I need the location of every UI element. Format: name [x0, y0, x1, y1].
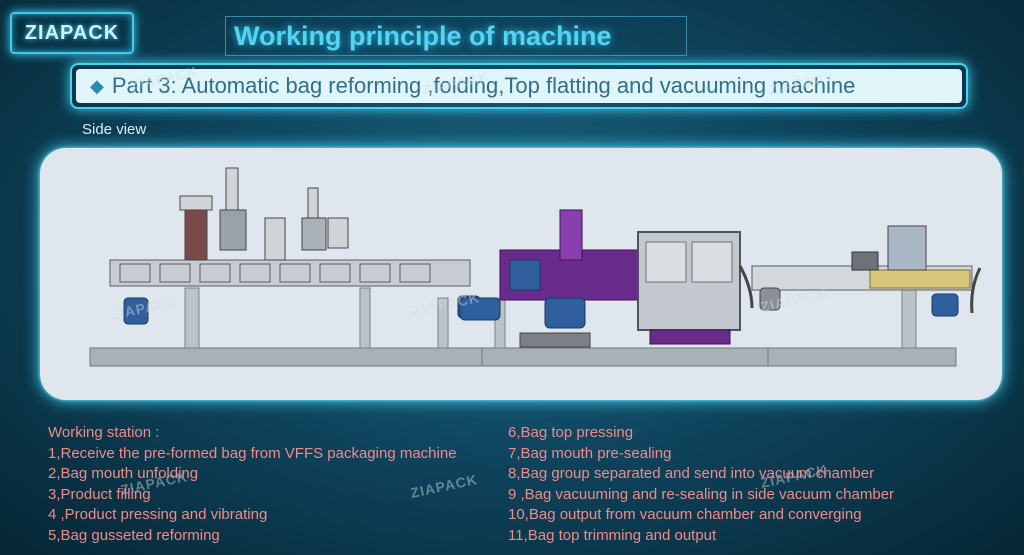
working-station-list-left: Working station : 1,Receive the pre-form…: [48, 423, 457, 546]
part-title: Part 3: Automatic bag reforming ,folding…: [111, 73, 856, 98]
page-title: Working principle of machine: [225, 16, 687, 56]
part-title-panel: ◆ Part 3: Automatic bag reforming ,foldi…: [76, 69, 962, 103]
station-item: 3,Product filling: [48, 485, 151, 503]
working-station-heading: Working station :: [48, 424, 160, 441]
machine-drawing: [89, 167, 982, 367]
diamond-bullet-icon: ◆: [90, 75, 104, 96]
machine-side-view-diagram: [40, 148, 1002, 400]
ziapack-logo: ZIAPACK: [10, 12, 134, 54]
station-item: 9 ,Bag vacuuming and re-sealing in side …: [508, 485, 895, 503]
station-item: 1,Receive the pre-formed bag from VFFS p…: [48, 444, 457, 462]
station-item: 5,Bag gusseted reforming: [48, 526, 220, 544]
part-title-box: ◆ Part 3: Automatic bag reforming ,foldi…: [70, 63, 968, 109]
station-item: 4 ,Product pressing and vibrating: [48, 506, 268, 523]
station-item: 2,Bag mouth unfolding: [48, 465, 199, 482]
station-item: 11,Bag top trimming and output: [508, 526, 717, 544]
station-item: 6,Bag top pressing: [508, 424, 634, 441]
side-view-label: Side view: [82, 121, 147, 138]
working-station-list-right: 6,Bag top pressing 7,Bag mouth pre-seali…: [508, 423, 894, 546]
station-item: 8,Bag group separated and send into vacu…: [508, 465, 875, 482]
station-item: 7,Bag mouth pre-sealing: [508, 444, 672, 462]
station-item: 10,Bag output from vacuum chamber and co…: [508, 506, 862, 523]
